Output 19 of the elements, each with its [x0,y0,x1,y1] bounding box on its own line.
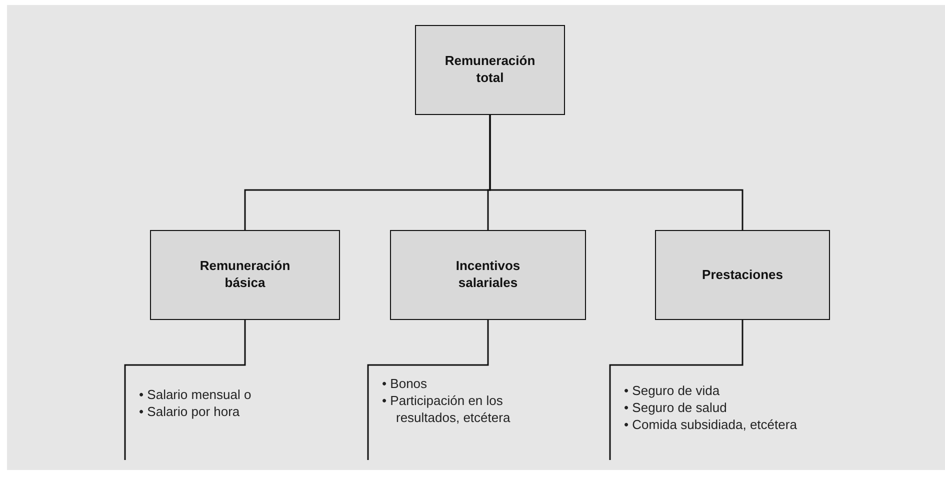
connector-line [124,320,246,460]
box-label: Remuneración básica [198,258,292,292]
category-box [415,25,565,115]
box-label: Remuneración total [444,53,536,87]
category-box [150,230,340,320]
bullet-item: • Salario mensual o [139,387,252,404]
box-label: Incentivos salariales [454,258,522,292]
category-box [655,230,830,320]
bullet-item: • Participación en los resultados, etcétera [382,392,512,427]
category-box [390,230,586,320]
bullet-item: • Bonos [382,376,428,393]
connector-line [489,115,744,230]
bullet-item: • Salario por hora [139,404,240,421]
bullet-item: • Comida subsidiada, etcétera [624,416,797,434]
connector-line [609,320,744,460]
box-label: Prestaciones [702,266,783,284]
connector-line [367,320,489,460]
bullet-item: • Seguro de salud [624,400,727,417]
bullet-item: • Seguro de vida [624,383,720,400]
